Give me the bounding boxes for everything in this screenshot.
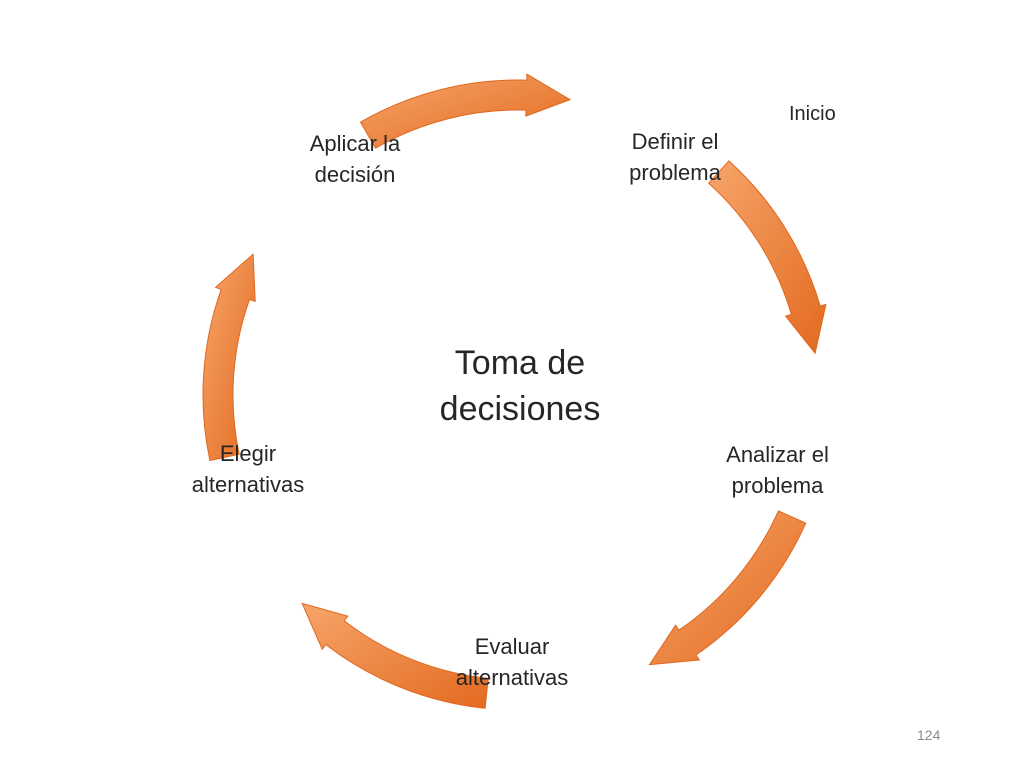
step-analizar-problema: Analizar el problema — [726, 442, 829, 498]
arrow-elegir-to-aplicar — [202, 253, 256, 462]
arrow-evaluar-to-elegir — [301, 602, 489, 709]
center-title: Toma de decisiones — [439, 344, 601, 428]
arrow-analizar-to-evaluar — [648, 510, 807, 666]
step-evaluar-alternativas: Evaluar alternativas — [455, 634, 569, 690]
arrow-aplicar-to-definir — [359, 73, 572, 149]
step-elegir-alternativas: Elegir alternativas — [191, 441, 305, 497]
step-definir-problema: Definir el problema — [629, 129, 721, 185]
page-number: 124 — [917, 727, 941, 743]
arrow-definir-to-analizar — [707, 160, 827, 355]
step-aplicar-decision: Aplicar la decisión — [309, 131, 401, 187]
start-note: Inicio — [789, 103, 836, 125]
